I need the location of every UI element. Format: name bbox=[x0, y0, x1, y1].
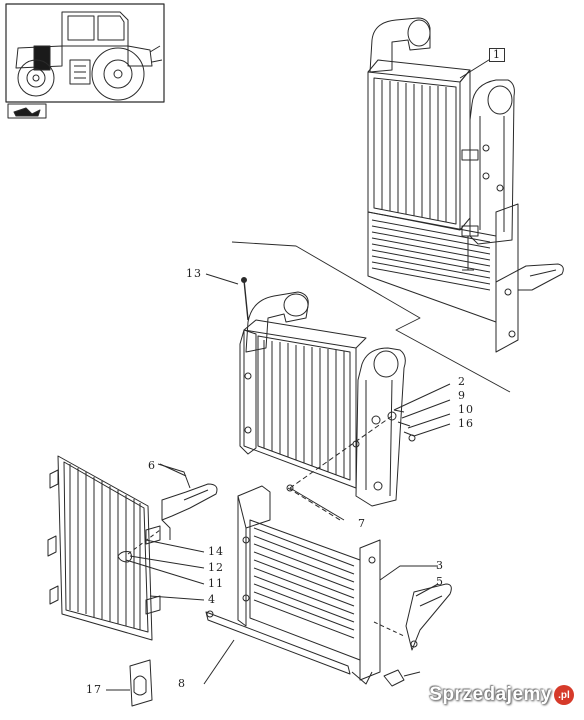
callout-2: 2 bbox=[458, 375, 466, 388]
clip-item-17 bbox=[106, 659, 153, 707]
lower-frame-cooler bbox=[237, 485, 452, 687]
section-divider-line bbox=[231, 241, 511, 393]
watermark: Sprzedajemy .pl bbox=[429, 682, 574, 708]
callout-10: 10 bbox=[458, 403, 474, 416]
watermark-text: Sprzedajemy bbox=[429, 684, 552, 705]
callout-8: 8 bbox=[178, 677, 186, 690]
callout-14: 14 bbox=[208, 545, 224, 558]
callout-3: 3 bbox=[436, 559, 444, 572]
bracket-item-6 bbox=[157, 463, 218, 540]
callout-5: 5 bbox=[436, 575, 444, 588]
watermark-badge-text: .pl bbox=[558, 689, 570, 701]
radiator-exploded bbox=[205, 273, 451, 521]
callout-9: 9 bbox=[458, 389, 466, 402]
callout-13: 13 bbox=[186, 267, 202, 280]
callout-6: 6 bbox=[148, 459, 156, 472]
radiator-assembly-top bbox=[367, 17, 564, 353]
callout-4: 4 bbox=[208, 593, 216, 606]
callout-11: 11 bbox=[208, 577, 224, 590]
callout-16: 16 bbox=[458, 417, 474, 430]
callout-7: 7 bbox=[358, 517, 366, 530]
callout-12: 12 bbox=[208, 561, 224, 574]
callout-1: 1 bbox=[489, 48, 505, 62]
condenser-panel bbox=[47, 455, 205, 641]
tractor-thumbnail bbox=[5, 3, 165, 119]
watermark-badge: .pl bbox=[554, 685, 574, 705]
support-rod-item-8 bbox=[203, 610, 351, 685]
callout-17: 17 bbox=[86, 683, 102, 696]
